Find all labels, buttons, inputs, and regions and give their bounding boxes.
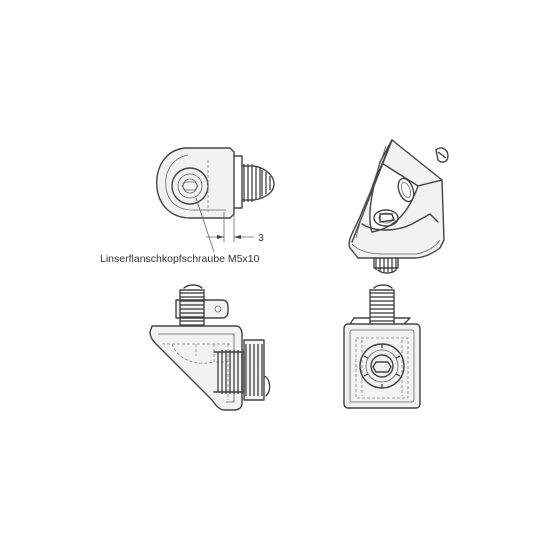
top-view: 3 Linserflanschkopfschraube M5x10 (100, 147, 275, 265)
screw-iso-bottom (373, 257, 399, 274)
screw-label: Linserflanschkopfschraube M5x10 (100, 253, 260, 265)
screw-thread-side-right (213, 339, 271, 401)
screw-thread-top (242, 164, 275, 202)
dimension-value: 3 (258, 232, 264, 244)
isometric-view (348, 139, 449, 274)
front-view (343, 284, 421, 409)
side-view (149, 284, 271, 411)
